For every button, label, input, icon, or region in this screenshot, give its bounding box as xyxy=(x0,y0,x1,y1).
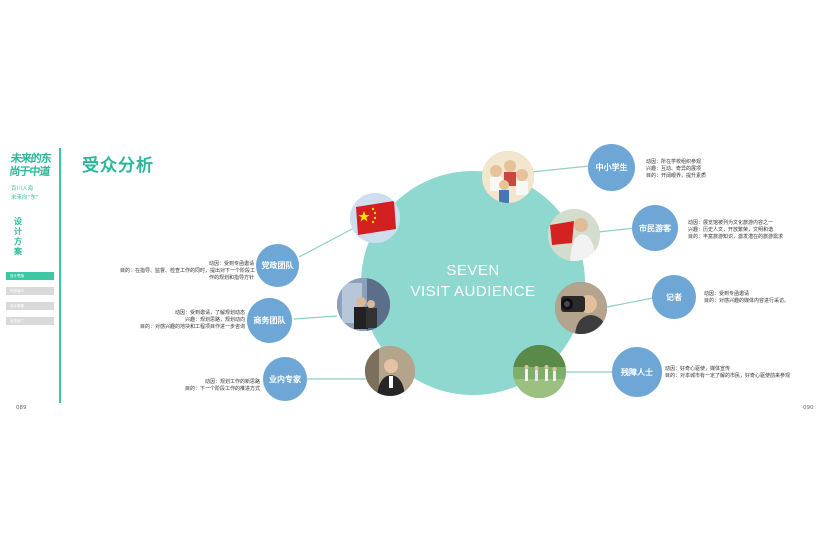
brand-line-2: 尚于中道 xyxy=(8,165,51,178)
audience-desc-citizens: 动因：展览馆被列为文化旅游内容之一 兴趣：历史人文，开放繁荣，文明和谐 目的：丰… xyxy=(688,220,783,241)
desc-line: 目的：开阔眼界，提升素质 xyxy=(646,173,707,179)
audience-label-reporter[interactable]: 记者 xyxy=(652,275,696,319)
desc-line: 目的：对感兴趣的地块和工程项目作进一步咨询 xyxy=(139,324,245,330)
camera-photo-icon xyxy=(555,282,607,334)
desc-line: 目的：下一个阶段工作的推进方式 xyxy=(184,386,260,392)
desc-line: 兴趣：历史人文，开放繁荣，文明和谐 xyxy=(688,227,774,233)
design-plan-char: 案 xyxy=(14,247,22,256)
desc-line: 目的：在指导、监督、检查工作的同时，提出对下一个阶段工 xyxy=(120,268,256,274)
design-plan-char: 计 xyxy=(14,227,22,236)
business-photo-icon xyxy=(337,278,390,331)
desc-line: 动因：规划工作的新思路 xyxy=(204,379,260,385)
audience-desc-expert: 动因：规划工作的新思路 目的：下一个阶段工作的推进方式 xyxy=(140,379,260,393)
connector-party xyxy=(298,227,355,258)
audience-label-students[interactable]: 中小学生 xyxy=(588,144,635,191)
tourist-photo-icon xyxy=(548,209,600,261)
students-photo-icon xyxy=(482,151,534,203)
design-plan-char: 设 xyxy=(14,217,22,226)
desc-line: 动因：受到专函邀请 xyxy=(704,291,750,297)
page-number-right: 090 xyxy=(803,405,814,411)
audience-desc-disabled: 动因：好奇心驱使，媒体宣传 目的：对本城市有一定了解的市民，好奇心驱使前来参观 xyxy=(665,366,790,380)
audience-desc-party: 动因：受到专函邀请 目的：在指导、监督、检查工作的同时，提出对下一个阶段工 作的… xyxy=(120,261,256,282)
brand-logo-text: 未来的东 尚于中道 xyxy=(9,152,60,178)
audience-label-citizens[interactable]: 市民游客 xyxy=(632,205,678,251)
desc-line: 作的规划和指导方针 xyxy=(208,275,254,281)
desc-line: 目的：对感兴趣的媒体内容进行采访。 xyxy=(704,298,790,304)
connector-students xyxy=(531,165,590,173)
desc-line: 动因：所在学校组织参观 xyxy=(646,159,702,165)
nav-item-concept[interactable]: 构想演示 xyxy=(6,287,54,295)
brand-line-1: 未来的东 xyxy=(10,152,52,165)
desc-line: 动因：受到邀请，了解规划动态 xyxy=(174,310,245,316)
nav-item-promotion[interactable]: 宣传推广 xyxy=(6,317,54,325)
desc-line: 动因：好奇心驱使，媒体宣传 xyxy=(665,366,731,372)
tagline-1: 百川入海 xyxy=(11,186,34,192)
audience-desc-reporter: 动因：受到专函邀请 目的：对感兴趣的媒体内容进行采访。 xyxy=(704,291,789,305)
page-title: 受众分析 xyxy=(82,156,154,176)
page-number-left: 089 xyxy=(16,405,27,411)
desc-line: 目的：丰富旅游知识，激发潜在的旅游需求 xyxy=(688,234,784,240)
audience-desc-students: 动因：所在学校组织参观 兴趣：互动、奇异的展项 目的：开阔眼界，提升素质 xyxy=(646,159,706,180)
center-title-line-2: VISIT AUDIENCE xyxy=(410,283,536,300)
flag-photo-icon xyxy=(350,193,400,243)
audience-label-disabled[interactable]: 残障人士 xyxy=(612,347,662,397)
audience-label-expert[interactable]: 业内专家 xyxy=(263,357,307,401)
sidebar-divider xyxy=(59,148,61,403)
connector-business xyxy=(293,315,338,320)
tagline-2: 未来向“东” xyxy=(11,195,39,201)
desc-line: 兴趣：互动、奇异的展项 xyxy=(646,166,702,172)
center-title-line-1: SEVEN xyxy=(446,262,500,279)
connector-reporter xyxy=(606,297,654,308)
desc-line: 动因：展览馆被列为文化旅游内容之一 xyxy=(688,220,774,226)
design-plan-char: 方 xyxy=(14,237,22,246)
design-plan-heading: 设 计 方 案 xyxy=(14,217,24,257)
audience-desc-business: 动因：受到邀请，了解规划动态 兴趣：规划思路，规划动向 目的：对感兴趣的地块和工… xyxy=(120,310,245,331)
connector-citizens xyxy=(597,227,636,233)
audience-label-party[interactable]: 党政团队 xyxy=(256,244,299,287)
nav-item-elements[interactable]: 设计要素 xyxy=(6,302,54,310)
park-photo-icon xyxy=(513,345,566,398)
desc-line: 兴趣：规划思路，规划动向 xyxy=(184,317,245,323)
audience-label-business[interactable]: 商务团队 xyxy=(247,298,292,343)
desc-line: 目的：对本城市有一定了解的市民，好奇心驱使前来参观 xyxy=(665,373,791,379)
desc-line: 动因：受到专函邀请 xyxy=(208,261,254,267)
expert-photo-icon xyxy=(365,346,415,396)
nav-item-design-idea[interactable]: 设计思路 xyxy=(6,272,54,280)
